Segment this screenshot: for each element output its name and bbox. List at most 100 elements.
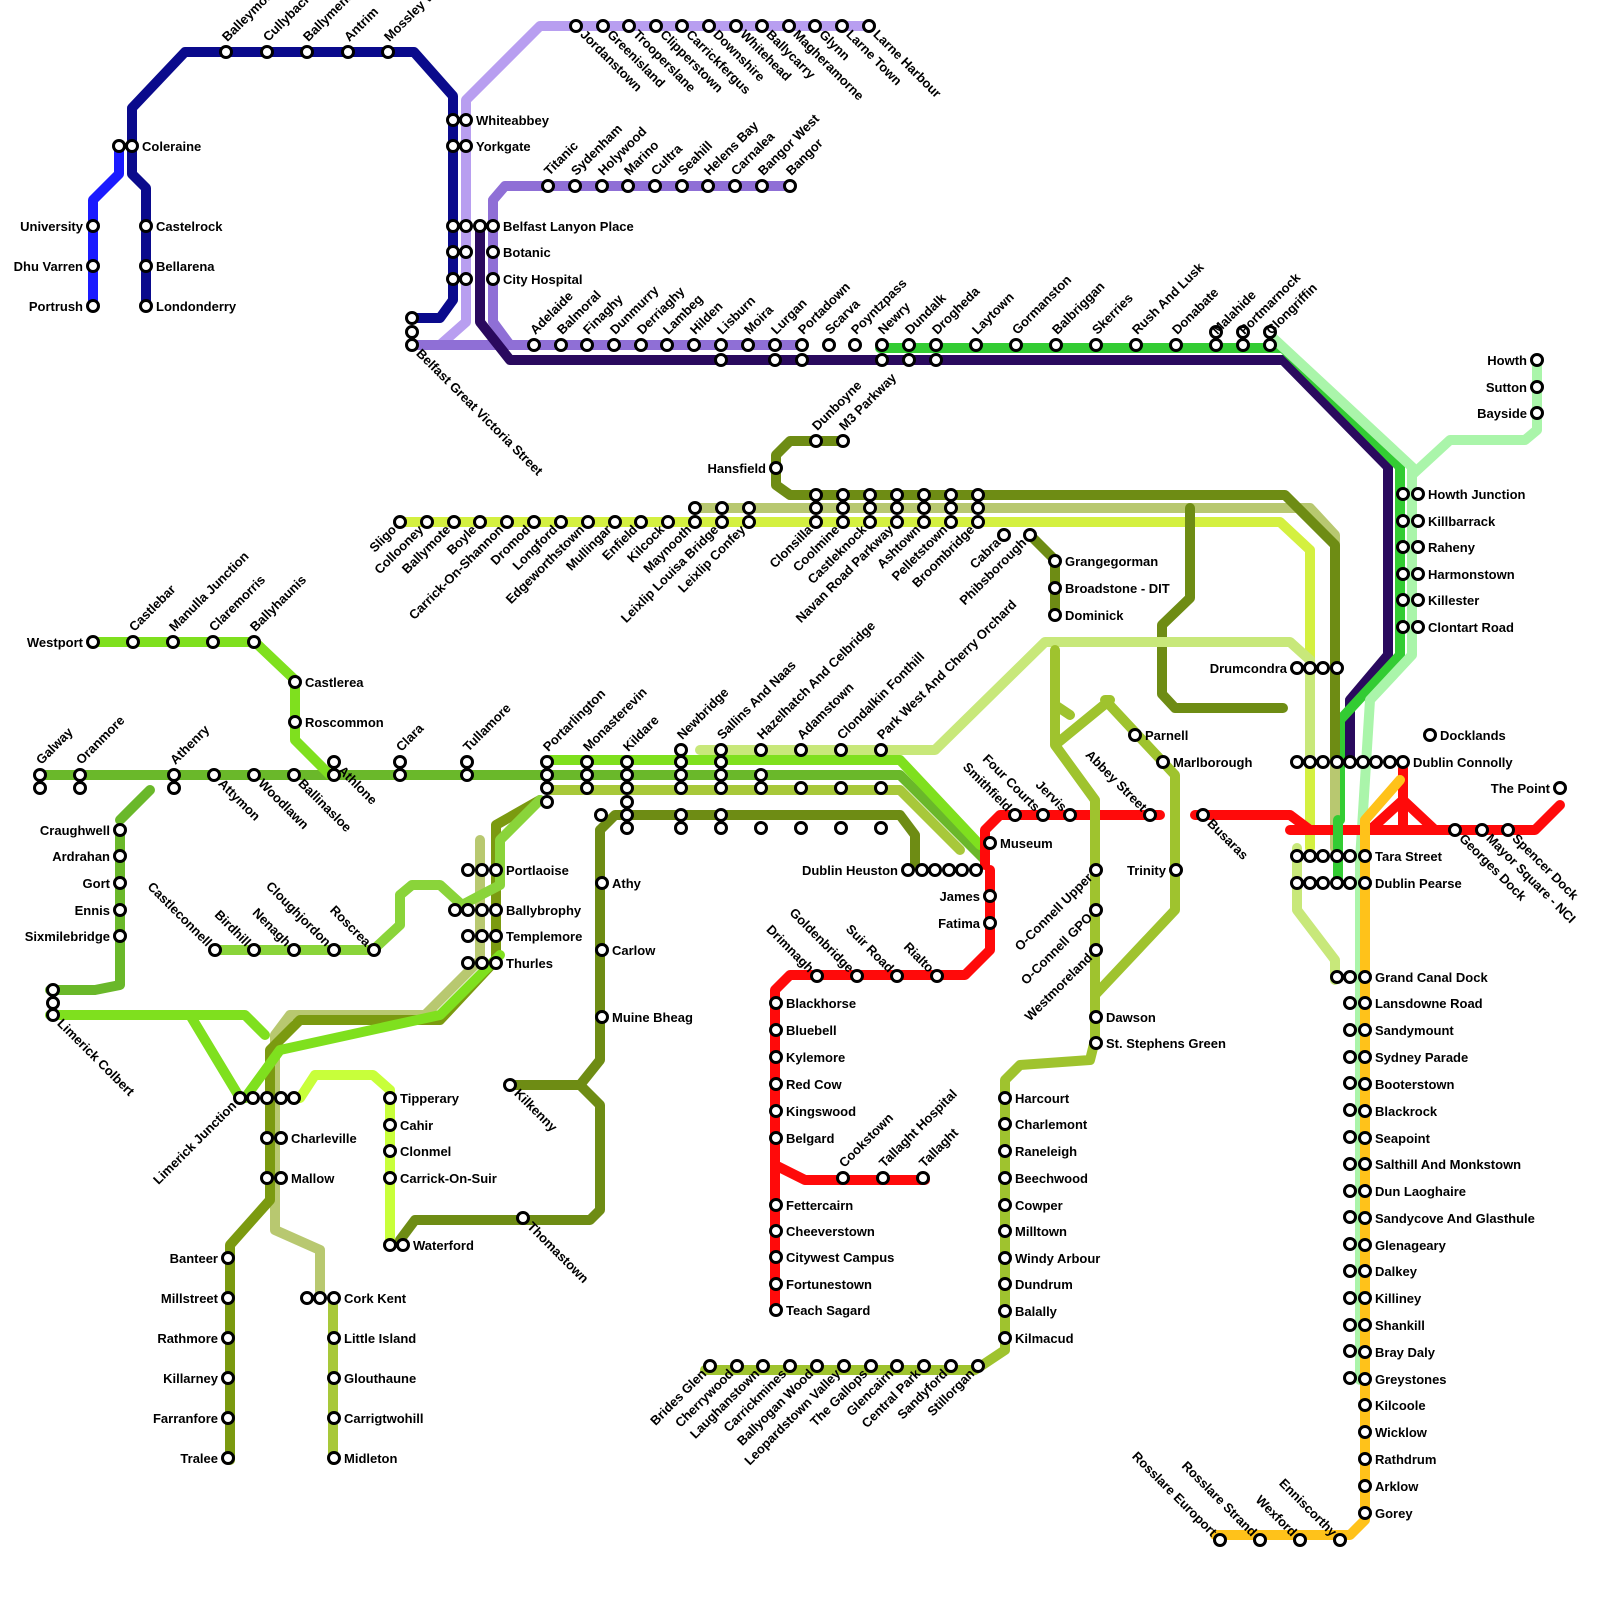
station-marker[interactable] (491, 865, 502, 876)
station-limerick-colbert[interactable]: Limerick Colbert (48, 1010, 139, 1100)
station-killester[interactable]: Killester (1413, 593, 1480, 608)
station-kilmacud[interactable]: Kilmacud (1000, 1331, 1074, 1346)
station-marker[interactable] (1360, 1213, 1371, 1224)
station-marker[interactable] (1051, 340, 1062, 351)
station-craughwell[interactable]: Craughwell (40, 823, 126, 838)
station-marker[interactable] (1171, 865, 1182, 876)
station-marker[interactable] (1360, 1266, 1371, 1277)
station-marker[interactable] (1065, 810, 1076, 821)
station-marker[interactable] (636, 517, 647, 528)
station-marker[interactable] (488, 274, 499, 285)
station-marker[interactable] (249, 770, 260, 781)
station-marker[interactable] (1360, 1508, 1371, 1519)
station-marker[interactable] (290, 677, 301, 688)
station-marker[interactable] (677, 21, 688, 32)
station-bluebell[interactable]: Bluebell (771, 1023, 837, 1038)
station-carrick-on-suir[interactable]: Carrick-On-Suir (385, 1171, 497, 1186)
station-balally[interactable]: Balally (1000, 1304, 1058, 1319)
station-broadstone-dit[interactable]: Broadstone - DIT (1050, 581, 1170, 596)
station-marker[interactable] (582, 757, 593, 768)
station-marker[interactable] (329, 1413, 340, 1424)
station-marker[interactable] (892, 1361, 903, 1372)
station-charlemont[interactable]: Charlemont (1000, 1117, 1088, 1132)
station-marker[interactable] (1532, 408, 1543, 419)
station-marker[interactable] (771, 1226, 782, 1237)
station-rathmore[interactable]: Rathmore (157, 1331, 233, 1346)
station-westport[interactable]: Westport (27, 635, 99, 650)
station-tipperary[interactable]: Tipperary (385, 1091, 460, 1106)
station-marker[interactable] (663, 517, 674, 528)
station-marker[interactable] (1360, 1079, 1371, 1090)
station-grangegorman[interactable]: Grangegorman (1050, 554, 1159, 569)
station-marker[interactable] (812, 971, 823, 982)
station-marker[interactable] (836, 745, 847, 756)
station-marker[interactable] (35, 770, 46, 781)
station-marker[interactable] (662, 340, 673, 351)
station-marker[interactable] (329, 757, 340, 768)
station-marker[interactable] (771, 1052, 782, 1063)
station-dalkey[interactable]: Dalkey (1360, 1264, 1418, 1279)
station-marker[interactable] (1010, 810, 1021, 821)
station-marker[interactable] (141, 301, 152, 312)
station-marker[interactable] (716, 745, 727, 756)
station-marker[interactable] (1238, 340, 1249, 351)
station-red-cow[interactable]: Red Cow (771, 1077, 843, 1092)
station-harmonstown[interactable]: Harmonstown (1413, 567, 1515, 582)
station-marker[interactable] (1000, 1333, 1011, 1344)
station-marker[interactable] (903, 865, 914, 876)
station-glenageary[interactable]: Glenageary (1360, 1238, 1447, 1253)
station-carlow[interactable]: Carlow (597, 943, 657, 958)
station-marker[interactable] (877, 340, 888, 351)
station-marker[interactable] (1050, 556, 1061, 567)
station-bellarena[interactable]: Bellarena (141, 259, 216, 274)
station-marker[interactable] (824, 340, 835, 351)
station-waterford[interactable]: Waterford (398, 1238, 474, 1253)
station-marker[interactable] (919, 517, 930, 528)
station-teach-sagard[interactable]: Teach Sagard (771, 1303, 871, 1318)
station-marker[interactable] (115, 931, 126, 942)
station-marker[interactable] (505, 1080, 516, 1091)
station-blackhorse[interactable]: Blackhorse (771, 996, 857, 1011)
station-marker[interactable] (1398, 757, 1409, 768)
station-raheny[interactable]: Raheny (1413, 540, 1476, 555)
station-marker[interactable] (289, 945, 300, 956)
station-marker[interactable] (289, 770, 300, 781)
station-marker[interactable] (771, 1025, 782, 1036)
station-marker[interactable] (1360, 1159, 1371, 1170)
station-mallow[interactable]: Mallow (276, 1171, 336, 1186)
station-marker[interactable] (609, 340, 620, 351)
station-fettercairn[interactable]: Fettercairn (771, 1198, 854, 1213)
station-drumcondra[interactable]: Drumcondra (1210, 661, 1303, 676)
station-marker[interactable] (407, 340, 418, 351)
station-marker[interactable] (449, 517, 460, 528)
station-marker[interactable] (973, 517, 984, 528)
station-marker[interactable] (262, 47, 273, 58)
station-dun-laoghaire[interactable]: Dun Laoghaire (1360, 1184, 1467, 1199)
station-marker[interactable] (556, 340, 567, 351)
station-marker[interactable] (115, 825, 126, 836)
station-midleton[interactable]: Midleton (329, 1451, 398, 1466)
station-athy[interactable]: Athy (597, 876, 642, 891)
station-marker[interactable] (811, 517, 822, 528)
station-marker[interactable] (88, 637, 99, 648)
station-marker[interactable] (1360, 1240, 1371, 1251)
station-marker[interactable] (488, 247, 499, 258)
station-marker[interactable] (1555, 783, 1566, 794)
station-marker[interactable] (771, 1279, 782, 1290)
station-marker[interactable] (395, 757, 406, 768)
station-marker[interactable] (1091, 905, 1102, 916)
station-marker[interactable] (610, 517, 621, 528)
station-marker[interactable] (985, 891, 996, 902)
station-marker[interactable] (570, 181, 581, 192)
station-marker[interactable] (597, 1012, 608, 1023)
station-marker[interactable] (461, 115, 472, 126)
station-marker[interactable] (904, 340, 915, 351)
station-marker[interactable] (1425, 730, 1436, 741)
station-marker[interactable] (1265, 340, 1276, 351)
station-londonderry[interactable]: Londonderry (141, 299, 237, 314)
station-marker[interactable] (973, 1361, 984, 1372)
station-university[interactable]: University (20, 219, 98, 234)
station-marker[interactable] (583, 517, 594, 528)
station-cork-kent[interactable]: Cork Kent (329, 1291, 407, 1306)
station-marker[interactable] (329, 1373, 340, 1384)
